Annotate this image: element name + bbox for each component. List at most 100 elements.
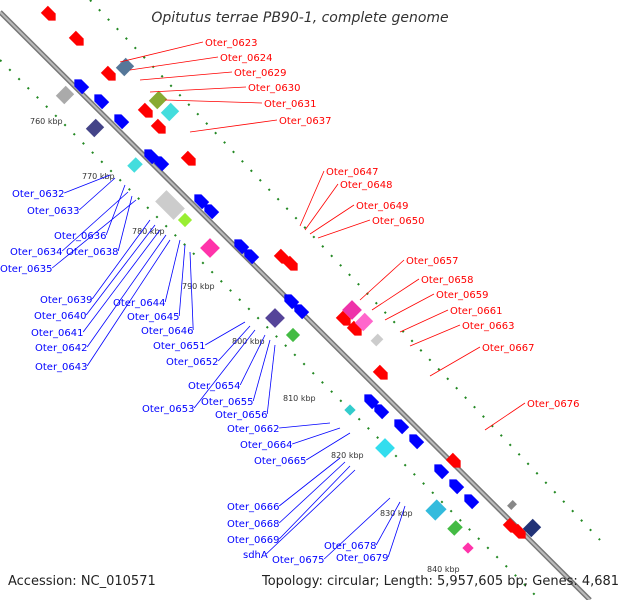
forward-gene-11 xyxy=(445,452,461,468)
rev-feature-grey-shape xyxy=(55,85,75,105)
forward-leader-line xyxy=(149,86,247,93)
kbp-label: 830 kbp xyxy=(380,509,413,518)
rev-feature-purple xyxy=(265,308,285,328)
reverse-leader-line xyxy=(278,465,351,540)
rev-feature-lime-shape xyxy=(177,212,193,228)
fwd-feature-steel xyxy=(115,57,135,77)
forward-gene-5 xyxy=(180,150,196,166)
forward-gene-0 xyxy=(40,5,56,21)
reverse-gene-label: Oter_0653 xyxy=(142,404,195,415)
forward-leader-line xyxy=(189,119,278,133)
forward-leader-line xyxy=(304,183,339,231)
fwd-feature-pink-shape xyxy=(354,312,374,332)
rev-feature-purple-shape xyxy=(265,308,285,328)
rev-feature-green-shape xyxy=(285,327,301,343)
reverse-gene-14-shape xyxy=(409,434,425,450)
reverse-leader-line xyxy=(91,219,151,300)
reverse-leader-line xyxy=(217,325,251,362)
reverse-gene-label: Oter_0640 xyxy=(34,311,87,322)
forward-gene-10-shape xyxy=(372,364,388,380)
rev-feature-silver xyxy=(155,190,185,220)
reverse-gene-label: Oter_0641 xyxy=(31,328,84,339)
reverse-leader-line xyxy=(61,191,129,252)
topology-label: Topology: circular; Length: 5,957,605 bp… xyxy=(262,574,619,589)
reverse-leader-line xyxy=(387,505,406,558)
reverse-gene-label: sdhA xyxy=(243,550,268,561)
reverse-gene-10 xyxy=(294,304,310,320)
forward-gene-11-shape xyxy=(445,452,461,468)
reverse-gene-15-shape xyxy=(434,464,450,480)
forward-gene-6 xyxy=(273,248,289,264)
fwd-feature-magenta-shape xyxy=(342,300,362,320)
forward-gene-7 xyxy=(282,255,298,271)
reverse-leader-line xyxy=(86,239,171,367)
reverse-leader-line xyxy=(164,239,181,303)
forward-gene-label: Oter_0648 xyxy=(340,180,393,191)
genome-title: Opitutus terrae PB90-1, complete genome xyxy=(151,10,449,26)
rev-feature-green xyxy=(285,327,301,343)
rev-feature-aqua xyxy=(375,438,395,458)
reverse-gene-0-shape xyxy=(74,79,90,95)
reverse-leader-line xyxy=(266,344,276,415)
rev-feature-slate xyxy=(85,118,105,138)
reverse-leader-line xyxy=(178,244,186,317)
reverse-gene-label: Oter_0639 xyxy=(40,295,93,306)
forward-gene-9-shape xyxy=(346,320,362,336)
reverse-leader-line xyxy=(323,497,391,560)
reverse-gene-label: Oter_0652 xyxy=(166,357,219,368)
forward-gene-label: Oter_0661 xyxy=(450,306,503,317)
reverse-gene-label: Oter_0638 xyxy=(66,247,119,258)
reverse-gene-label: Oter_0634 xyxy=(10,247,63,258)
reverse-leader-line xyxy=(189,251,194,331)
reverse-gene-label: Oter_0651 xyxy=(153,341,206,352)
forward-leader-line xyxy=(299,170,325,227)
forward-gene-label: Oter_0649 xyxy=(356,201,409,212)
reverse-leader-line xyxy=(375,501,401,546)
rev-feature-blue-cyan-shape xyxy=(425,499,447,521)
forward-gene-label: Oter_0629 xyxy=(234,68,287,79)
fwd-feature-navy xyxy=(522,518,542,538)
kbp-label: 760 kbp xyxy=(30,117,63,126)
reverse-leader-line xyxy=(117,195,133,252)
forward-leader-line xyxy=(399,309,449,333)
reverse-gene-label: Oter_0642 xyxy=(35,343,88,354)
fwd-feature-steel-shape xyxy=(115,57,135,77)
reverse-leader-line xyxy=(82,229,161,333)
reverse-gene-8 xyxy=(244,249,260,265)
reverse-gene-label: Oter_0666 xyxy=(227,502,280,513)
forward-gene-4-shape xyxy=(150,118,166,134)
forward-gene-label: Oter_0637 xyxy=(279,116,332,127)
reverse-gene-2 xyxy=(114,114,130,130)
reverse-gene-label: Oter_0662 xyxy=(227,424,280,435)
forward-gene-label: Oter_0650 xyxy=(372,216,425,227)
reverse-leader-line xyxy=(252,339,271,402)
forward-leader-line xyxy=(119,41,204,63)
kbp-label: 840 kbp xyxy=(427,565,460,574)
fwd-feature-pink xyxy=(354,312,374,332)
kbp-label: 820 kbp xyxy=(331,451,364,460)
reverse-gene-label: Oter_0656 xyxy=(215,410,268,421)
forward-gene-8-shape xyxy=(335,310,351,326)
reverse-gene-label: Oter_0636 xyxy=(54,231,107,242)
reverse-leader-line xyxy=(86,234,167,348)
rev-feature-green-2 xyxy=(447,520,463,536)
kbp-label: 810 kbp xyxy=(283,394,316,403)
fwd-feature-grey-shape xyxy=(370,333,384,347)
rev-feature-pink-2-shape xyxy=(462,542,474,554)
rev-feature-silver-shape xyxy=(155,190,185,220)
forward-leader-line xyxy=(384,293,435,321)
fwd-feature-cyan-shape xyxy=(160,102,180,122)
reverse-gene-13-shape xyxy=(394,419,410,435)
reverse-gene-4-shape xyxy=(154,156,170,172)
forward-leader-line xyxy=(164,99,263,104)
reverse-gene-label: Oter_0665 xyxy=(254,456,307,467)
forward-leader-line xyxy=(484,402,526,431)
reverse-gene-label: Oter_0675 xyxy=(272,555,325,566)
rev-feature-teal xyxy=(344,404,356,416)
forward-gene-label: Oter_0623 xyxy=(205,38,258,49)
reverse-gene-16-shape xyxy=(449,479,465,495)
reverse-leader-line xyxy=(278,461,346,524)
reverse-gene-14 xyxy=(409,434,425,450)
forward-gene-label: Oter_0658 xyxy=(421,275,474,286)
